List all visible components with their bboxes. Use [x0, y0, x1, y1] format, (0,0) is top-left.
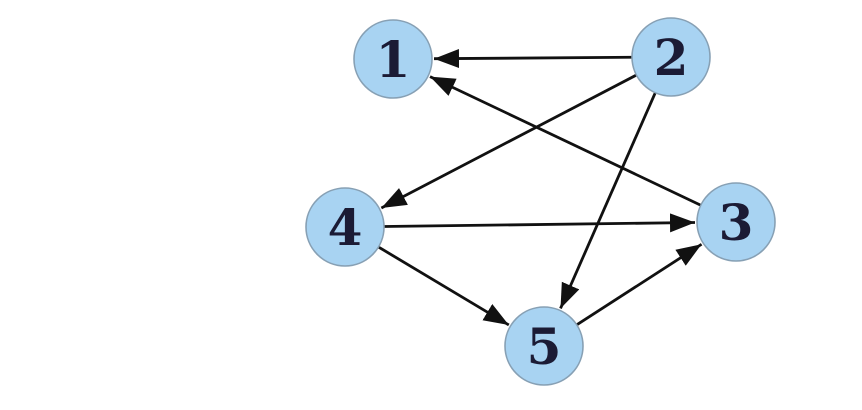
node-2: 2 — [631, 17, 711, 97]
node-5: 5 — [504, 306, 584, 386]
node-5-label: 5 — [527, 317, 562, 376]
node-4: 4 — [305, 187, 385, 267]
node-1-label: 1 — [376, 30, 411, 89]
node-3-label: 3 — [719, 193, 754, 252]
edge-4-3-arrow — [383, 213, 696, 233]
edge-2-1-arrow — [433, 49, 633, 69]
node-1: 1 — [353, 19, 433, 99]
edge-3-1-arrow — [429, 75, 702, 207]
edge-2-5-arrow — [559, 92, 657, 310]
node-2-circle — [631, 17, 711, 97]
edge-2-4-arrow — [380, 73, 638, 210]
node-1-circle — [353, 19, 433, 99]
edge-4-5-arrow — [377, 245, 510, 327]
edge-5-3-arrow — [576, 243, 703, 327]
node-4-label: 4 — [328, 198, 363, 257]
node-5-circle — [504, 306, 584, 386]
edge-layer — [377, 49, 703, 327]
node-3: 3 — [696, 182, 776, 262]
node-2-label: 2 — [654, 28, 689, 87]
node-4-circle — [305, 187, 385, 267]
node-layer: 1 2 3 4 5 — [305, 17, 776, 386]
node-3-circle — [696, 182, 776, 262]
